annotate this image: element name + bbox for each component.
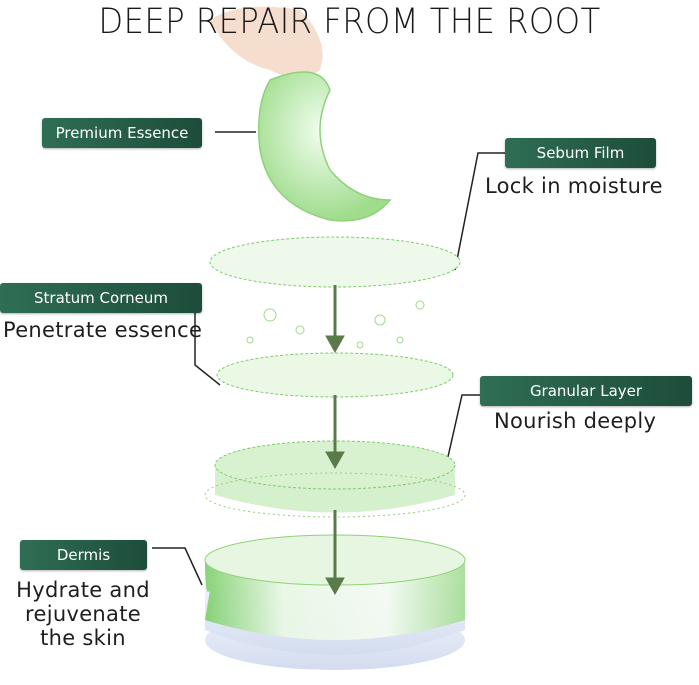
sebum-layer [209, 236, 461, 288]
essence-drop [258, 71, 392, 222]
label-stratum-corneum: Stratum Corneum [0, 283, 202, 313]
desc-stratum-corneum: Penetrate essence [3, 318, 203, 342]
arrows [325, 285, 345, 596]
page-title: DEEP REPAIR FROM THE ROOT [98, 2, 601, 42]
desc-sebum-film: Lock in moisture [485, 174, 663, 198]
desc-dermis-line: Hydrate and [16, 578, 150, 602]
stratum-layer [216, 352, 454, 398]
leader-lines [152, 131, 505, 586]
desc-dermis-line: rejuvenate [25, 602, 141, 626]
label-sebum-film: Sebum Film [505, 138, 656, 168]
desc-granular-layer: Nourish deeply [494, 409, 657, 433]
desc-dermis-line: the skin [40, 626, 126, 650]
finger [210, 6, 323, 78]
desc-dermis: Hydrate and rejuvenate the skin [8, 578, 158, 650]
label-premium-essence: Premium Essence [42, 118, 202, 148]
bubbles [246, 300, 425, 349]
label-dermis: Dermis [20, 540, 147, 570]
label-granular-layer: Granular Layer [480, 376, 692, 406]
